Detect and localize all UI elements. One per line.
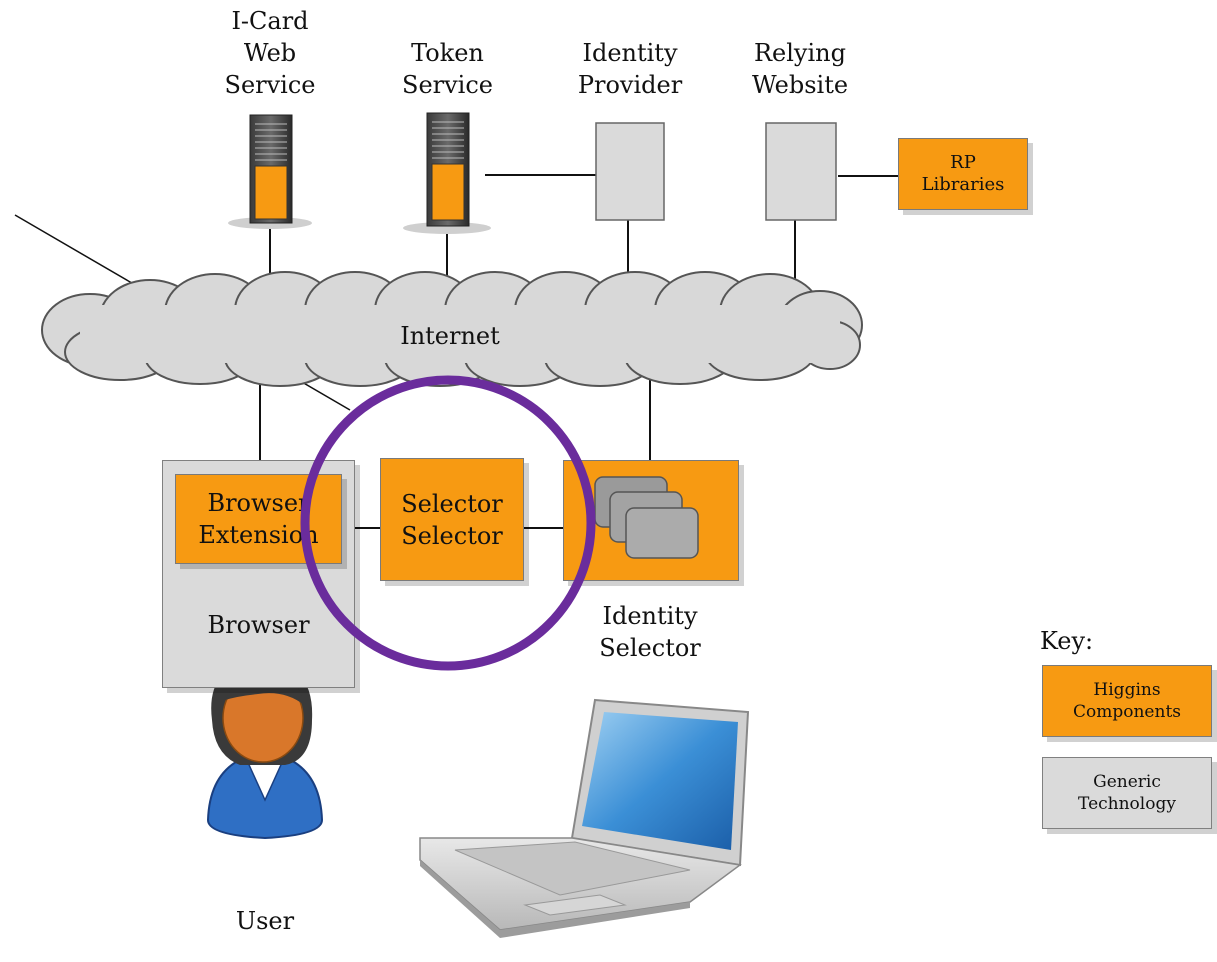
internet-label: Internet [400, 322, 500, 350]
laptop-icon [419, 698, 750, 938]
internet-cloud-fill [80, 305, 840, 363]
identity-selector-label: Identity Selector [599, 602, 701, 662]
icard-server-icon [228, 114, 312, 229]
browser-extension-box: Browser Extension [175, 474, 342, 564]
rp-libraries-box: RP Libraries [898, 138, 1028, 210]
relying-website-box [765, 122, 837, 221]
token-service-label: Token Service [402, 39, 493, 99]
selector-selector-box: Selector Selector [380, 458, 524, 581]
key-title: Key: [1040, 627, 1094, 655]
identity-provider-box [595, 122, 665, 221]
user-label: User [235, 907, 295, 935]
token-server-icon [403, 112, 491, 234]
icard-web-service-label: I-Card Web Service [224, 7, 316, 99]
key-higgins-components: Higgins Components [1042, 665, 1212, 737]
browser-label: Browser [207, 611, 310, 639]
key-generic-technology: Generic Technology [1042, 757, 1212, 829]
relying-website-label: Relying Website [751, 39, 849, 99]
identity-selector-box [563, 460, 739, 581]
identity-provider-label: Identity Provider [577, 39, 683, 99]
